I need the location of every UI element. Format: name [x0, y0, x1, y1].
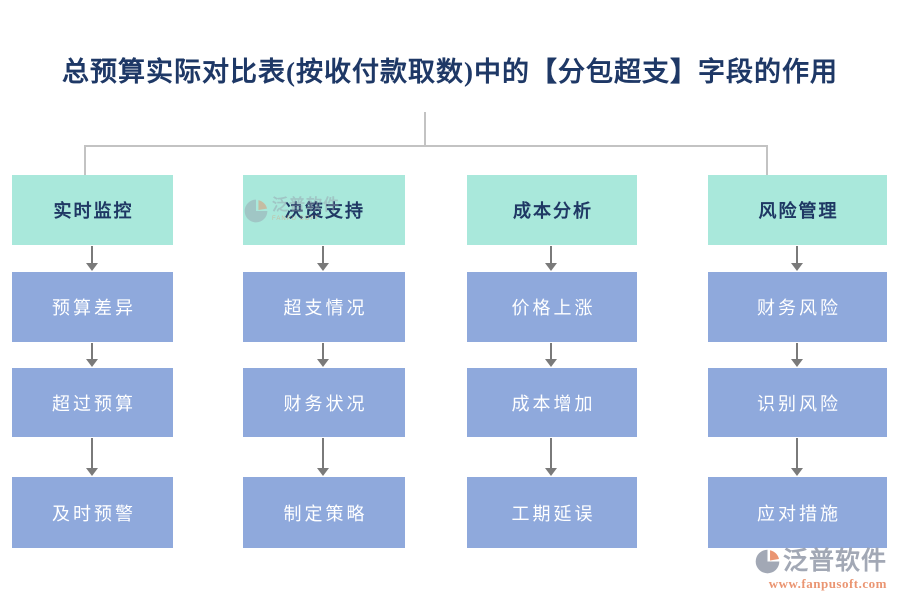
- arrow-down-icon: [545, 343, 558, 367]
- step-overspend-status: 超支情况: [243, 272, 405, 342]
- step-budget-variance: 预算差异: [12, 272, 173, 342]
- step-countermeasures: 应对措施: [708, 477, 887, 548]
- arrow-down-icon: [791, 343, 804, 367]
- arrow-down-icon: [317, 246, 330, 271]
- step-strategy-making: 制定策略: [243, 477, 405, 548]
- arrow-down-icon: [86, 343, 99, 367]
- step-cost-increase: 成本增加: [467, 368, 637, 437]
- header-cost-analysis: 成本分析: [467, 175, 637, 245]
- header-decision-support: 决策支持: [243, 175, 405, 245]
- connector-drop-right: [766, 145, 768, 176]
- header-risk-management: 风险管理: [708, 175, 887, 245]
- arrow-down-icon: [545, 438, 558, 476]
- fanpu-brand-row: 泛普软件: [754, 548, 887, 575]
- connector-horizontal-bar: [84, 145, 768, 147]
- step-financial-condition: 财务状况: [243, 368, 405, 437]
- header-realtime-monitoring: 实时监控: [12, 175, 173, 245]
- step-risk-identification: 识别风险: [708, 368, 887, 437]
- step-schedule-delay: 工期延误: [467, 477, 637, 548]
- arrow-down-icon: [317, 343, 330, 367]
- step-price-increase: 价格上涨: [467, 272, 637, 342]
- arrow-down-icon: [86, 438, 99, 476]
- arrow-down-icon: [545, 246, 558, 271]
- step-financial-risk: 财务风险: [708, 272, 887, 342]
- arrow-down-icon: [791, 438, 804, 476]
- arrow-down-icon: [791, 246, 804, 271]
- step-timely-warning: 及时预警: [12, 477, 173, 548]
- arrow-down-icon: [86, 246, 99, 271]
- fanpu-logo: 泛普软件 www.fanpusoft.com: [754, 548, 887, 592]
- step-over-budget: 超过预算: [12, 368, 173, 437]
- fanpu-brand-text: 泛普软件: [782, 548, 887, 575]
- fanpu-url-text: www.fanpusoft.com: [768, 576, 887, 591]
- connector-drop-left: [84, 145, 86, 176]
- diagram-title: 总预算实际对比表(按收付款取数)中的【分包超支】字段的作用: [62, 57, 838, 87]
- fanpu-logo-icon: [755, 549, 780, 574]
- connector-title-stem: [424, 112, 426, 147]
- arrow-down-icon: [317, 438, 330, 476]
